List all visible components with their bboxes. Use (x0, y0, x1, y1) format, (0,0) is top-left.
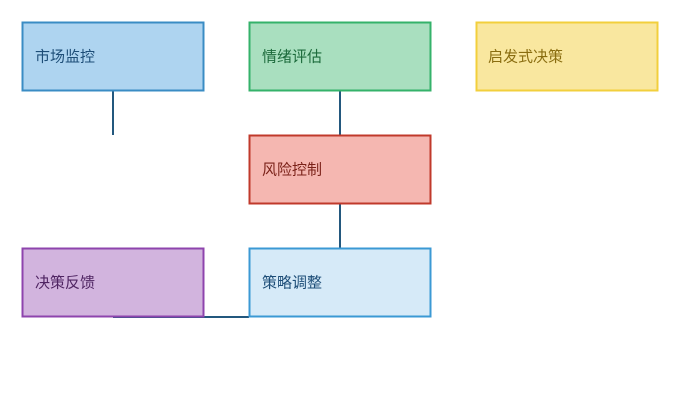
node-risk-control-box (248, 134, 432, 205)
node-strategy-adjustment-box (248, 247, 432, 318)
node-decision-feedback-box (21, 247, 205, 318)
node-risk-control: 风险控制 (248, 134, 432, 205)
node-decision-feedback-label: 决策反馈 (35, 274, 95, 292)
node-heuristic-decision: 启发式决策 (475, 21, 659, 92)
node-sentiment-assessment-label: 情绪评估 (262, 48, 322, 66)
node-market-monitoring-box (21, 21, 205, 92)
node-heuristic-decision-label: 启发式决策 (488, 48, 563, 66)
node-heuristic-decision-box (475, 21, 659, 92)
node-market-monitoring: 市场监控 (21, 21, 205, 92)
node-sentiment-assessment: 情绪评估 (248, 21, 432, 92)
node-risk-control-label: 风险控制 (262, 161, 322, 179)
node-market-monitoring-label: 市场监控 (35, 48, 95, 66)
node-strategy-adjustment-label: 策略调整 (262, 274, 322, 292)
node-decision-feedback: 决策反馈 (21, 247, 205, 318)
node-strategy-adjustment: 策略调整 (248, 247, 432, 318)
node-sentiment-assessment-box (248, 21, 432, 92)
